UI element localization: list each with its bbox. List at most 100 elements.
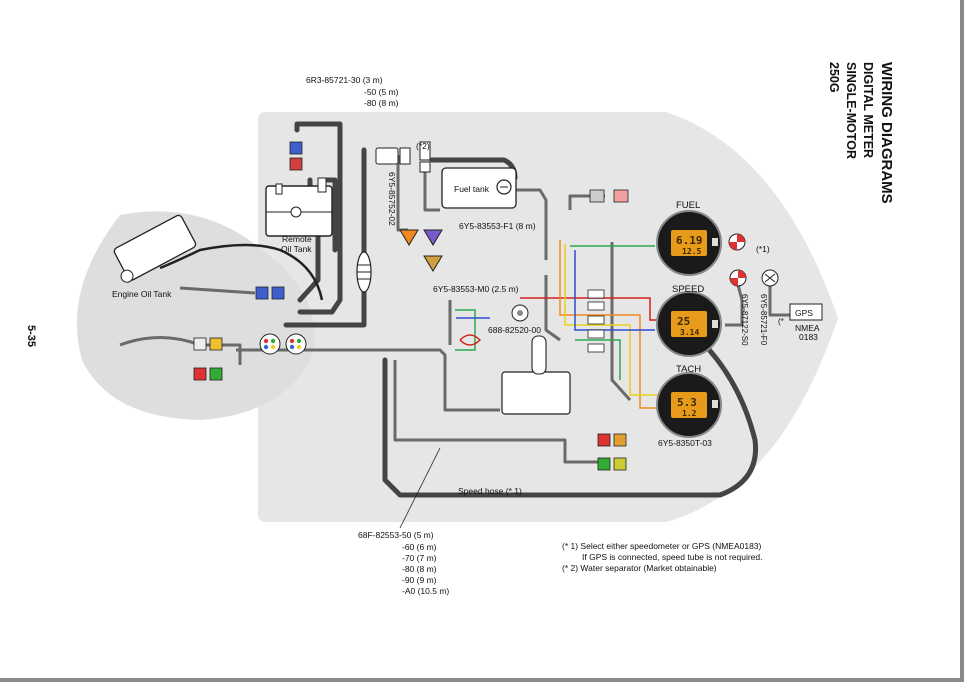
page-edge-bottom — [0, 678, 964, 682]
wire-green — [570, 245, 655, 380]
connector-meter-1 — [589, 189, 605, 203]
connector-harness-5 — [587, 343, 605, 353]
sensor-triangle-1 — [399, 229, 419, 246]
main-harness-part: 6Y5-83553-M0 (2.5 m) — [433, 284, 519, 294]
wire-red — [520, 297, 660, 321]
cable-speed-gps — [725, 284, 744, 327]
water-separator — [356, 147, 411, 293]
remote-control-box — [501, 335, 571, 415]
cable-meter-link-2 — [610, 242, 632, 402]
note2-marker: (*2) — [416, 141, 430, 151]
water-separator-part: 6Y5-85752-02 — [387, 172, 397, 226]
tach-lcd-sub: 1.2 — [682, 409, 697, 418]
wire-orange — [559, 240, 660, 409]
speed-hose — [382, 337, 759, 498]
note-2: (* 2) Water separator (Market obtainable… — [562, 563, 717, 573]
title-wiring-diagrams: WIRING DIAGRAMS — [878, 62, 895, 204]
harness-len-5: -90 (9 m) — [402, 575, 437, 585]
boat-outline — [258, 112, 838, 522]
round-connector-1 — [259, 333, 281, 355]
wire-red-engine — [459, 334, 482, 346]
nmea-label-2: 0183 — [799, 332, 818, 342]
remote-oil-tank — [265, 177, 333, 237]
sensor-triangle-2 — [423, 229, 443, 246]
terminator-plugs — [728, 233, 779, 287]
sensor-triangle-3 — [423, 255, 443, 272]
connector-tach-2 — [613, 433, 627, 447]
connector-oil-1 — [289, 141, 303, 155]
round-connector-2 — [285, 333, 307, 355]
harness-len-3: -70 (7 m) — [402, 553, 437, 563]
connector-engine-5 — [193, 367, 207, 381]
note-1: (* 1) Select either speedometer or GPS (… — [562, 541, 762, 551]
harness-len-2: -60 (6 m) — [402, 542, 437, 552]
tach-part: 6Y5-8350T-03 — [658, 438, 712, 448]
tach-meter: 5.3 1.2 — [656, 372, 722, 438]
gps-label: GPS — [795, 308, 813, 318]
harness-pointer — [399, 447, 441, 529]
colored-wires — [455, 240, 660, 409]
connector-tach-3 — [597, 457, 611, 471]
oil-hose — [294, 121, 343, 315]
fuel-tank-label: Fuel tank — [454, 184, 490, 194]
fuel-lcd-main: 6.19 — [676, 234, 703, 247]
cable-engine-to-main — [236, 348, 500, 412]
fuel-gauge-label: FUEL — [676, 200, 700, 211]
connector-engine-2 — [271, 286, 285, 300]
cable-meter-link-1 — [544, 275, 561, 342]
engine-oil-hose — [159, 243, 324, 301]
title-single-motor: SINGLE-MOTOR — [844, 62, 858, 159]
engine-oil-tank-label: Engine Oil Tank — [112, 289, 172, 299]
connector-harness-3 — [587, 315, 605, 325]
remote-oil-tank-label-1: Remote — [282, 234, 312, 244]
cable-engine-upper — [179, 286, 256, 295]
connector-engine-6 — [209, 367, 223, 381]
wire-blue — [574, 250, 655, 331]
harness-len-6: -A0 (10.5 m) — [402, 586, 449, 596]
remote-oil-tank-label-2: Oil Tank — [281, 244, 312, 254]
oil-hose-len-3: -80 (8 m) — [364, 98, 399, 108]
connector-engine-4 — [209, 337, 223, 351]
cable-tank-to-meter — [515, 188, 548, 260]
round-connectors — [259, 304, 529, 355]
connector-tach-1 — [597, 433, 611, 447]
note1-marker: (*1) — [756, 244, 770, 254]
connector-harness-4 — [587, 329, 605, 339]
title-digital-meter: DIGITAL METER — [861, 62, 875, 158]
engine-oil-tank — [113, 214, 197, 283]
sensor-part: 688-82520-00 — [488, 325, 541, 335]
nmea-label-1: NMEA — [795, 323, 820, 333]
oil-hose-len-2: -50 (5 m) — [364, 87, 399, 97]
speed-meter: 25 3.14 — [656, 291, 722, 357]
sensor-triangles — [399, 229, 443, 272]
connector-harness-2 — [587, 301, 605, 311]
page-edge-right — [960, 0, 964, 682]
connector-engine-3 — [193, 337, 207, 351]
connector-oil-2 — [289, 157, 303, 171]
connector-engine-1 — [255, 286, 269, 300]
connector-meter-2 — [613, 189, 629, 203]
fuel-harness-part: 6Y5-83553-F1 (8 m) — [459, 221, 536, 231]
wire-green-engine — [455, 309, 476, 351]
harness-len-4: -80 (8 m) — [402, 564, 437, 574]
cable-to-tach — [393, 360, 600, 464]
speed-cable-part: 6Y5-87122-S0 — [740, 294, 749, 346]
cable-gps — [768, 285, 790, 317]
title-model: 250G — [827, 62, 841, 93]
connector-harness-1 — [587, 289, 605, 299]
speed-lcd-main: 25 — [677, 315, 690, 328]
fuel-meter: 6.19 12.5 — [656, 210, 722, 276]
speed-gauge-label: SPEED — [672, 284, 704, 295]
gps-box — [789, 303, 823, 321]
note-1-cont: If GPS is connected, speed tube is not r… — [582, 552, 763, 562]
oil-hose-part: 6R3-85721-30 (3 m) — [306, 75, 383, 85]
fuel-tank — [441, 167, 517, 209]
page-number: 5-35 — [25, 325, 37, 347]
cable-tank-harness — [423, 165, 440, 212]
gps-cable-part: 6Y5-85721-F0 — [759, 294, 768, 346]
tach-gauge-label: TACH — [676, 364, 701, 375]
connector-tach-4 — [613, 457, 627, 471]
oil-return-hose — [322, 177, 338, 253]
